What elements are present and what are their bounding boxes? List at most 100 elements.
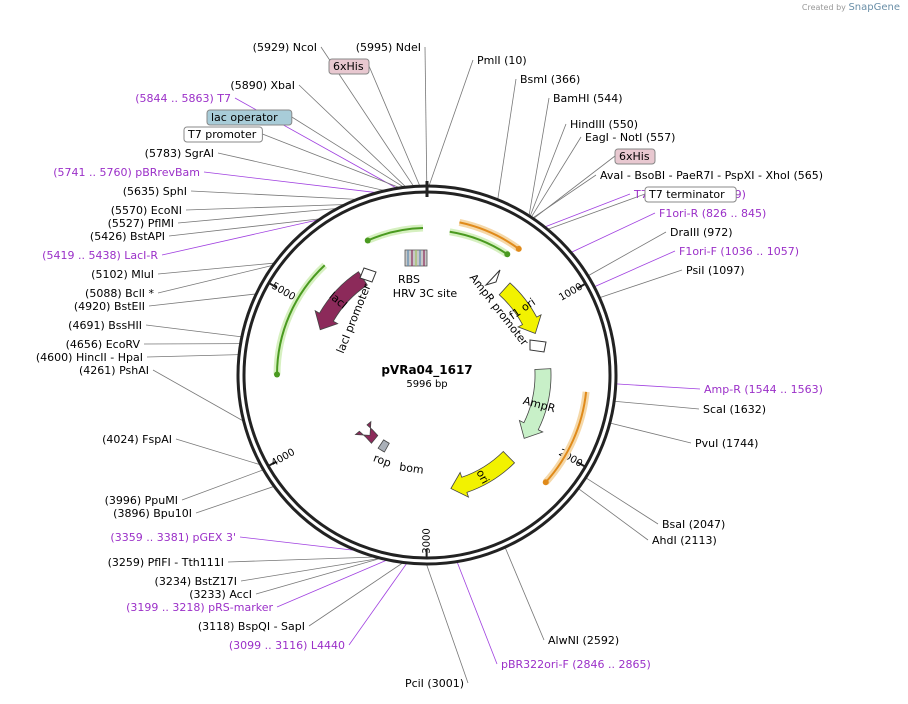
ampr-promoter-arrow[interactable] (484, 269, 501, 287)
site-label[interactable]: (5741 .. 5760) pBRrevBam (53, 166, 200, 179)
feature-box-label[interactable]: T7 promoter (187, 128, 257, 141)
site-label[interactable]: PvuI (1744) (695, 437, 758, 450)
ampr-promoter-box[interactable] (529, 339, 547, 353)
leader-line (614, 400, 700, 410)
site-label[interactable]: F1ori-F (1036 .. 1057) (679, 245, 799, 258)
site-label[interactable]: PsiI (1097) (686, 264, 745, 277)
site-label[interactable]: (5929) NcoI (253, 41, 317, 54)
site-label[interactable]: (3118) BspQI - SapI (198, 620, 305, 633)
site-label[interactable]: pBR322ori-F (2846 .. 2865) (501, 658, 651, 671)
site-label[interactable]: (3199 .. 3218) pRS-marker (126, 601, 273, 614)
laci-promoter-arrow[interactable] (359, 267, 377, 283)
site-label[interactable]: AlwNI (2592) (548, 634, 619, 647)
leader-line (255, 557, 382, 595)
feature-box (328, 58, 370, 75)
cds-arrowhead (364, 237, 371, 244)
site-label[interactable]: (5995) NdeI (356, 41, 421, 54)
cds-halo (366, 224, 424, 244)
feature-rop[interactable] (354, 420, 379, 444)
site-label[interactable]: (5783) SgrAI (145, 147, 214, 160)
site-label[interactable]: (3233) AccI (189, 588, 252, 601)
site-labels: (5995) NdeI PmlI (10) (5929) NcoI BsmI (366… (36, 41, 823, 690)
feature-box-label[interactable]: lac operator (211, 111, 278, 124)
cds-arrowhead (504, 251, 511, 258)
site-label[interactable]: (5890) XbaI (230, 79, 295, 92)
feature-f1-ori[interactable] (498, 282, 542, 335)
label-leaders (143, 46, 701, 684)
site-label[interactable]: (5570) EcoNI (111, 204, 182, 217)
leader-line (157, 262, 275, 275)
site-label[interactable]: AvaI - BsoBI - PaeR7I - PspXI - XhoI (56… (600, 169, 823, 182)
cds-arc (276, 264, 326, 375)
leader-line (185, 204, 346, 211)
leader-line (168, 218, 321, 237)
tick-mark (577, 282, 587, 289)
site-label[interactable]: BsaI (2047) (662, 518, 725, 531)
feature-bom[interactable] (377, 439, 390, 453)
site-label[interactable]: F1ori-R (826 .. 845) (659, 207, 766, 220)
site-label[interactable]: EagI - NotI (557) (585, 131, 675, 144)
leader-line (276, 559, 388, 608)
leader-line (146, 354, 240, 358)
leader-line (456, 561, 498, 665)
leader-line (587, 231, 667, 277)
leader-line (195, 485, 275, 514)
site-label[interactable]: (5635) SphI (123, 185, 187, 198)
site-label[interactable]: (4261) PshAI (79, 364, 149, 377)
feature-text-label: HRV 3C site (393, 287, 458, 300)
site-label[interactable]: (4920) BstEII (74, 300, 145, 313)
cds-arc (449, 230, 508, 256)
leader-line (181, 469, 264, 501)
site-label[interactable]: (4024) FspAI (102, 433, 172, 446)
site-label[interactable]: (5419 .. 5438) LacI-R (42, 249, 158, 262)
site-label[interactable]: (5844 .. 5863) T7 (135, 92, 231, 105)
leader-line (177, 207, 338, 224)
feature-laci[interactable] (314, 271, 368, 331)
tick-mark (267, 460, 277, 467)
feature-box-label[interactable]: T7 terminator (648, 188, 725, 201)
leader-line (570, 212, 656, 253)
tick-mark (577, 461, 586, 468)
site-label[interactable]: HindIII (550) (570, 118, 638, 131)
site-label[interactable]: PciI (3001) (405, 677, 464, 690)
feature-ampr[interactable] (518, 368, 552, 439)
feature-box (206, 109, 293, 126)
site-label[interactable]: (5102) MluI (91, 268, 154, 281)
feature-label: ori (473, 467, 491, 486)
site-label[interactable]: BamHI (544) (553, 92, 623, 105)
site-label[interactable]: PmlI (10) (477, 54, 527, 67)
leader-line (152, 369, 244, 422)
site-label[interactable]: (3099 .. 3116) L4440 (229, 639, 345, 652)
feature-text-label: RBS (398, 273, 420, 286)
feature-box-label[interactable]: 6xHis (333, 60, 364, 73)
leader-line (530, 136, 582, 218)
site-label[interactable]: (3896) Bpu10I (113, 507, 192, 520)
site-label[interactable]: (3996) PpuMI (105, 494, 178, 507)
site-label[interactable]: (4656) EcoRV (66, 338, 141, 351)
leader-line (217, 152, 386, 192)
site-label[interactable]: BsmI (366) (520, 73, 580, 86)
site-label[interactable]: (3234) BstZ17I (155, 575, 237, 588)
site-label[interactable]: (3359 .. 3381) pGEX 3' (110, 531, 236, 544)
site-label[interactable]: AhdI (2113) (652, 534, 717, 547)
credit-text: Created by (801, 3, 846, 12)
site-label[interactable]: DraIII (972) (670, 226, 733, 239)
site-label[interactable]: Amp-R (1544 .. 1563) (704, 383, 823, 396)
site-label[interactable]: (3259) PflFI - Tth111I (108, 556, 224, 569)
site-label[interactable]: (5088) BclI * (85, 287, 154, 300)
leader-line (239, 536, 358, 552)
feature-ori[interactable] (450, 450, 516, 498)
leader-line (428, 59, 474, 187)
site-label[interactable]: (5527) PflMI (108, 217, 174, 230)
leader-line (577, 488, 649, 541)
site-label[interactable]: (4600) HincII - HpaI (36, 351, 143, 364)
leader-line (175, 438, 261, 466)
site-label[interactable]: (5426) BstAPI (90, 230, 165, 243)
feature-text-label: rop (372, 452, 393, 470)
plasmid-name: pVRa04_1617 (381, 363, 472, 378)
feature-box-label[interactable]: 6xHis (619, 150, 650, 163)
tick-mark (268, 282, 278, 289)
site-label[interactable]: ScaI (1632) (703, 403, 766, 416)
leader-line (424, 46, 428, 187)
site-label[interactable]: (4691) BssHII (68, 319, 142, 332)
